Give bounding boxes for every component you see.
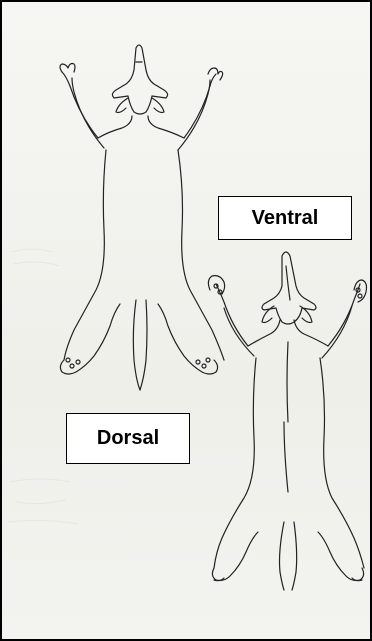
dorsal-label: Dorsal bbox=[66, 413, 190, 464]
dorsal-label-text: Dorsal bbox=[97, 427, 159, 450]
ventral-outline bbox=[208, 252, 366, 590]
ventral-label: Ventral bbox=[218, 196, 352, 240]
ventral-label-text: Ventral bbox=[252, 207, 319, 230]
dorsal-outline bbox=[60, 45, 224, 390]
paper-texture bbox=[8, 249, 78, 524]
